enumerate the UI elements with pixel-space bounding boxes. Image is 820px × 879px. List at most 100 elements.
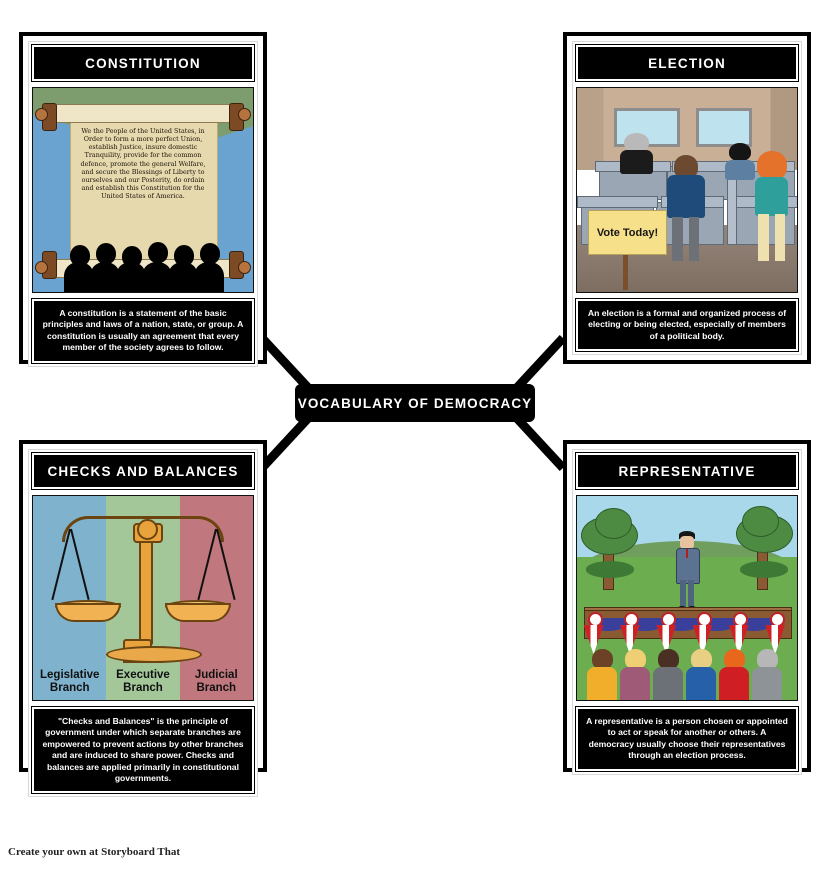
bush <box>585 561 635 578</box>
audience-head <box>591 649 613 670</box>
voter-leg <box>774 214 786 262</box>
card-constitution[interactable]: CONSTITUTION We the People of the United… <box>19 32 267 367</box>
card-inner: ELECTION <box>572 41 802 356</box>
scale-pan-right <box>165 603 231 623</box>
speaker-face <box>679 536 695 550</box>
silhouette-head <box>199 243 220 264</box>
caption-election: An election is a formal and organized pr… <box>575 297 799 353</box>
scale-post <box>139 528 154 645</box>
voter-head <box>673 155 698 179</box>
voter-torso <box>755 176 789 217</box>
audience-member <box>718 649 751 700</box>
voter-background-left <box>619 132 654 174</box>
footer-attribution: Create your own at Storyboard That <box>8 846 181 858</box>
card-inner: CHECKS AND BALANCES <box>28 449 258 798</box>
audience-member <box>751 649 784 700</box>
silhouette-head <box>173 245 194 266</box>
audience-body <box>752 667 783 700</box>
connector-representative <box>509 410 567 472</box>
crowd-silhouette <box>63 239 224 292</box>
branch-label-line1: Judicial <box>194 669 238 681</box>
audience-body <box>686 667 717 700</box>
voter-leg <box>672 216 683 262</box>
branch-label-line2: Branch <box>196 682 237 694</box>
scroll-ball-bottom-right <box>237 261 251 275</box>
audience-head <box>624 649 646 670</box>
branch-label-legislative: Legislative Branch <box>33 669 106 695</box>
speaker-tie <box>685 548 689 559</box>
caption-representative: A representative is a person chosen or a… <box>575 706 799 772</box>
speaker-leg <box>688 579 695 608</box>
voter-torso <box>667 175 705 218</box>
speaker-suit <box>676 547 700 585</box>
audience-member <box>652 649 685 700</box>
silhouette-head <box>147 242 168 263</box>
branch-label-line1: Legislative <box>40 669 100 681</box>
branch-label-executive: Executive Branch <box>106 669 179 695</box>
representative-speaker <box>676 530 700 613</box>
silhouette-body <box>141 262 172 292</box>
scene-representative <box>576 495 798 701</box>
scene-constitution: We the People of the United States, in O… <box>32 87 254 293</box>
booth-counter <box>577 196 659 209</box>
card-title-checks-and-balances: CHECKS AND BALANCES <box>31 452 255 490</box>
audience-head <box>657 649 679 670</box>
sign-post <box>623 253 629 290</box>
voter-torso <box>725 159 755 180</box>
connector-constitution <box>258 334 316 396</box>
card-inner: REPRESENTATIVE <box>572 449 802 775</box>
audience-head <box>690 649 712 670</box>
tree-crown-right <box>742 506 780 537</box>
silhouette-body <box>167 262 198 292</box>
caption-constitution: A constitution is a statement of the bas… <box>31 298 255 364</box>
voter-foreground-center <box>667 155 705 262</box>
card-title-election: ELECTION <box>575 44 799 82</box>
voter-leg <box>688 216 700 262</box>
scale-base <box>105 645 202 663</box>
center-node-vocabulary-of-democracy[interactable]: VOCABULARY OF DEMOCRACY <box>295 384 535 422</box>
silhouette-head <box>121 246 142 267</box>
card-election[interactable]: ELECTION <box>563 32 811 364</box>
scroll-ball-top-right <box>237 107 251 121</box>
preamble-text: We the People of the United States, in O… <box>80 126 206 201</box>
vote-today-sign: Vote Today! <box>588 210 667 256</box>
speaker-hair <box>678 530 696 539</box>
silhouette-body <box>63 262 94 292</box>
audience-head <box>756 649 778 670</box>
voter-head <box>728 143 751 162</box>
scale-pan-left <box>55 603 121 623</box>
scroll-ball-top-left <box>35 107 49 121</box>
voter-background-right <box>724 143 755 180</box>
card-representative[interactable]: REPRESENTATIVE <box>563 440 811 775</box>
audience-member <box>619 649 652 700</box>
caption-checks-and-balances: "Checks and Balances" is the principle o… <box>31 705 255 795</box>
branch-label-line1: Executive <box>116 669 170 681</box>
branch-label-line2: Branch <box>49 682 90 694</box>
scene-checks-and-balances: Legislative Branch Executive Branch Judi… <box>32 495 254 701</box>
card-title-representative: REPRESENTATIVE <box>575 452 799 490</box>
voter-head <box>623 132 650 153</box>
voter-head <box>756 151 787 180</box>
scene-election: Vote Today! <box>576 87 798 293</box>
audience-member <box>685 649 718 700</box>
bush <box>739 561 789 578</box>
voter-torso <box>620 150 653 174</box>
audience-body <box>587 667 618 700</box>
connector-election <box>509 334 567 396</box>
audience-member <box>586 649 619 700</box>
card-checks-and-balances[interactable]: CHECKS AND BALANCES <box>19 440 267 798</box>
audience-body <box>653 667 684 700</box>
tree-crown-left <box>594 508 632 539</box>
booth-divider <box>726 169 738 246</box>
scroll-ball-bottom-left <box>35 261 49 275</box>
branch-label-judicial: Judicial Branch <box>180 669 253 695</box>
silhouette-body <box>89 262 120 292</box>
audience-body <box>719 667 750 700</box>
card-title-constitution: CONSTITUTION <box>31 44 255 82</box>
audience-head <box>723 649 745 670</box>
silhouette-body <box>193 262 224 292</box>
branch-label-line2: Branch <box>123 682 163 694</box>
connector-checks-and-balances <box>258 410 316 472</box>
card-inner: CONSTITUTION We the People of the United… <box>28 41 258 367</box>
